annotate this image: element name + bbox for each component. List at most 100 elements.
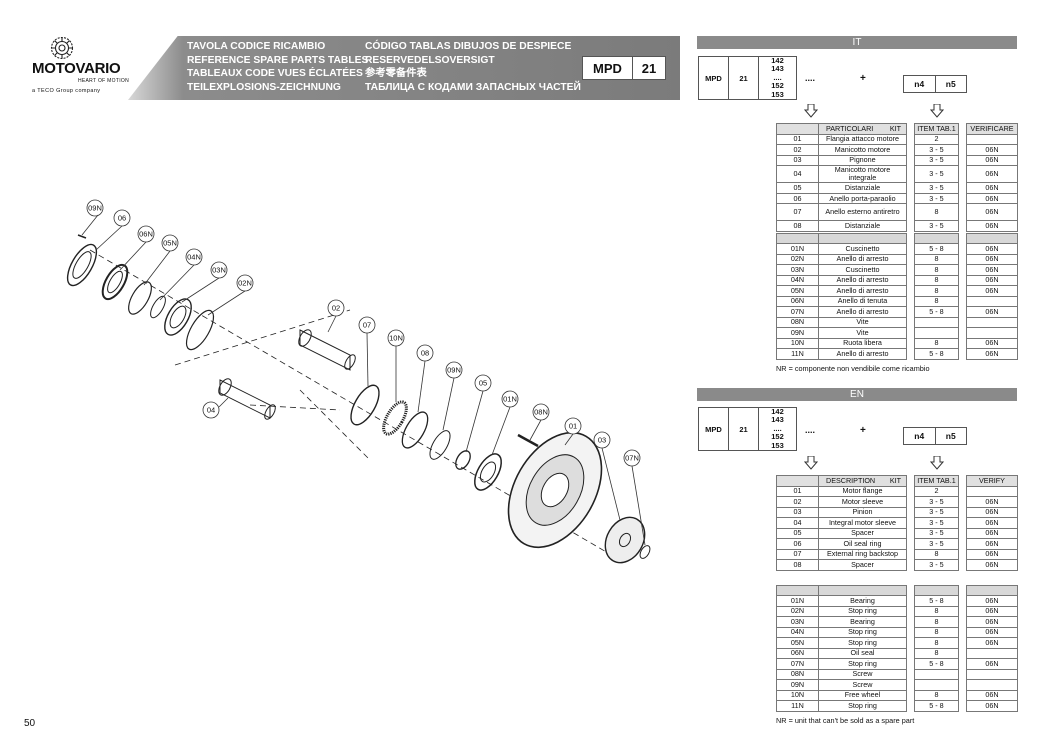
verify-value: 06N [966,154,1018,166]
item-tab-value: 5 - 8 [914,595,959,607]
callout-label: 06N [139,230,153,239]
part-code: 02N [776,605,819,617]
item-tab-value: 3 - 5 [914,517,959,529]
part-description: Stop ring [818,637,907,649]
verify-value: 06N [966,285,1018,297]
n-code-box: n4 n5 [903,75,967,93]
verify-value: 06N [966,203,1018,222]
verify-value: 06N [966,306,1018,318]
verify-value: 06N [966,243,1018,255]
part-code: 07N [776,306,819,318]
part-description: Cuscinetto [818,243,907,255]
verify-value: 06N [966,496,1018,508]
part-description: Anello di arresto [818,253,907,265]
part-description: Pinion [818,506,907,518]
code-size: 21 [728,406,759,452]
size-value: 153 [771,89,784,99]
desc-header-label: PARTICOLARI [826,123,874,133]
part-code: 10N [776,337,819,349]
callout-label: 09N [447,366,461,375]
verify-value: 06N [966,264,1018,276]
gear-flower-icon [50,36,74,60]
part-description: Oil seal ring [818,538,907,550]
code-table-en: MPD 21 142 143 .... 152 153 [698,406,797,452]
size-value: 142 [771,56,784,65]
item-tab-value: 5 - 8 [914,700,959,712]
col-code-header [776,123,819,135]
code-label: MPD [583,57,633,79]
part-code: 07 [776,548,819,560]
item-tab-value: 3 - 5 [914,220,959,232]
part-description: Vite [818,327,907,339]
part-description: External ring backstop [818,548,907,560]
item-tab-value [914,668,959,680]
verify-value: 06N [966,658,1018,670]
part-description: Ruota libera [818,337,907,349]
title-line: TABLEAUX CODE VUES ÉCLATÉES [187,68,363,79]
size-value: 142 [771,407,784,416]
section-header-it: IT [697,36,1017,49]
col-verify-header: VERIFICARE [966,123,1018,135]
part-code: 03N [776,264,819,276]
title-line: TEILEXPLOSIONS-ZEICHNUNG [187,81,341,93]
n5-label: n5 [945,79,956,89]
part-description: Manicotto motore [818,144,907,156]
part-description: Screw [818,679,907,691]
callout-label: 09N [88,204,102,213]
item-tab-value: 8 [914,689,959,701]
item-tab-value: 2 [914,133,959,145]
item-tab-value: 3 - 5 [914,496,959,508]
item-tab-value: 3 - 5 [914,164,959,184]
code-plus: + [860,73,866,84]
verify-value: 06N [966,626,1018,638]
part-description: Anello di arresto [818,285,907,297]
part-code: 05N [776,285,819,297]
callout-label: 06 [118,214,126,223]
part-description: Bearing [818,595,907,607]
part-code: 04 [776,517,819,529]
callout-label: 03 [598,436,606,445]
callout-label: 10N [389,334,403,343]
arrow-down-icon [930,104,944,118]
part-description: Anello porta-paraolio [818,192,907,205]
part-description: Anello esterno antiretro [818,203,907,222]
item-tab-value: 3 - 5 [914,182,959,194]
arrow-down-icon [930,456,944,470]
size-value: 143 [771,64,784,74]
part-description: Stop ring [818,700,907,712]
verify-value: 06N [966,506,1018,518]
verify-value: 06N [966,595,1018,607]
part-code: 11N [776,348,819,360]
callout-label: 01 [569,422,577,431]
part-description: Flangia attacco motore [818,133,907,145]
item-tab-value: 8 [914,285,959,297]
size-value: 143 [771,415,784,425]
part-code: 02 [776,496,819,508]
code-sizes: 142 143 .... 152 153 [758,55,797,101]
part-code: 05 [776,182,819,194]
item-tab-value: 8 [914,626,959,638]
verify-value [966,133,1018,145]
item-tab-value: 8 [914,637,959,649]
size-value: 153 [771,440,784,450]
item-tab-value: 3 - 5 [914,527,959,539]
col-item-header: ITEM TAB.1 [914,475,959,487]
